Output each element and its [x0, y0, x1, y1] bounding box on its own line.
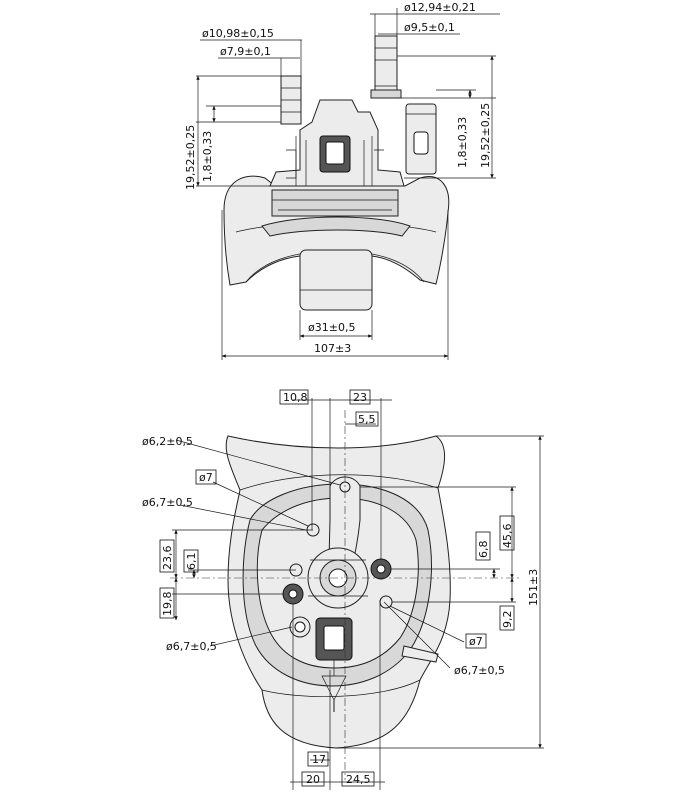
dim-d6-2: ø6,2±0,5	[142, 435, 193, 448]
top-cylinder	[299, 249, 373, 311]
dim-box-17: 17	[312, 753, 326, 766]
dim-d31: ø31±0,5	[308, 321, 355, 334]
dim-d10-98: ø10,98±0,15	[202, 27, 274, 40]
dim-d7-9: ø7,9±0,1	[220, 45, 271, 58]
dim-d7-right: ø7	[469, 635, 483, 648]
dim-left-1-8: 1,8±0,33	[201, 131, 214, 182]
bottom-boxed-labels	[159, 389, 515, 787]
dim-box-20: 20	[306, 773, 320, 786]
bottom-dimensions	[172, 398, 544, 790]
dim-right-19-52: 19,52±0,25	[479, 103, 492, 168]
dim-box-9-2: 9,2	[501, 611, 514, 629]
dim-d12-94: ø12,94±0,21	[404, 1, 476, 14]
dim-d6-7-left: ø6,7±0,5	[166, 640, 217, 653]
top-right-pipe	[374, 35, 398, 99]
dim-height-151: 151±3	[527, 569, 540, 606]
dim-box-45-6: 45,6	[501, 524, 514, 549]
dim-left-19-52: 19,52±0,25	[184, 125, 197, 190]
dim-box-6-8: 6,8	[477, 541, 490, 559]
dim-box-19-8: 19,8	[161, 592, 174, 617]
dim-box-23-6: 23,6	[161, 546, 174, 571]
dim-box-5-5: 5,5	[358, 413, 376, 426]
dim-width-107: 107±3	[314, 342, 351, 355]
bottom-view: 10,8 23 5,5 ø6,2±0,5 ø7 ø6,7±0,5 23,6 6,…	[142, 389, 544, 790]
top-flange-ring	[261, 216, 411, 237]
dim-box-10-8: 10,8	[283, 391, 308, 404]
dim-d7-top: ø7	[199, 471, 213, 484]
dim-right-1-8: 1,8±0,33	[456, 117, 469, 168]
dim-box-24-5: 24,5	[346, 773, 371, 786]
dim-box-6-1: 6,1	[185, 553, 198, 571]
bottom-bolts	[282, 523, 393, 638]
dim-d9-5: ø9,5±0,1	[404, 21, 455, 34]
dim-d6-7-top: ø6,7±0,5	[142, 496, 193, 509]
dim-box-23: 23	[353, 391, 367, 404]
top-view: ø12,94±0,21 ø9,5±0,1 ø10,98±0,15 ø7,9±0,…	[184, 1, 500, 360]
dim-d6-7-right: ø6,7±0,5	[454, 664, 505, 677]
top-dimensions	[196, 8, 500, 360]
